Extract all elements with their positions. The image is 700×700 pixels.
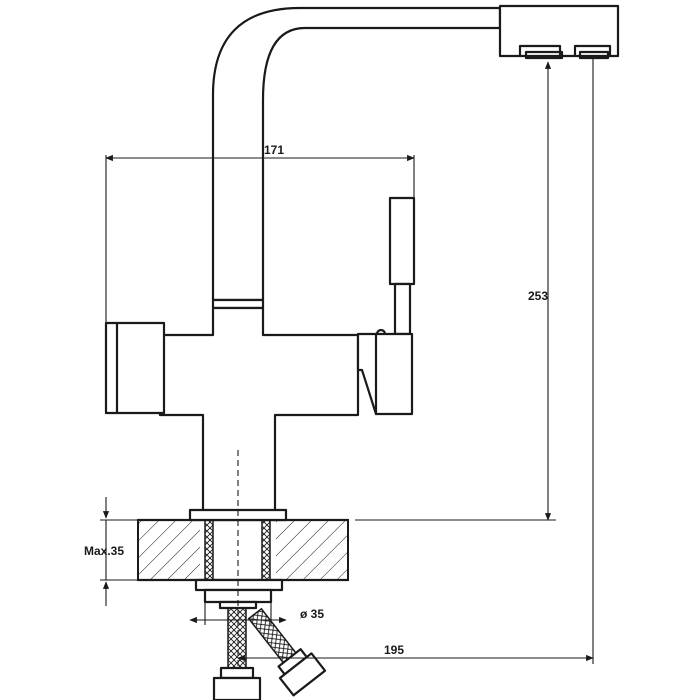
right-lever	[375, 196, 416, 340]
countertop-section	[136, 518, 350, 582]
dimension-label-dia35: ø 35	[300, 607, 324, 621]
spout	[211, 4, 620, 302]
dimension-max-thickness: Max.35	[84, 497, 140, 606]
dimension-label-195: 195	[384, 643, 404, 657]
dimension-hole-diameter: ø 35	[189, 600, 324, 625]
dimension-label-max35: Max.35	[84, 544, 124, 558]
dimension-label-253: 253	[528, 289, 548, 303]
dimension-label-171: 171	[264, 143, 284, 157]
dimension-body-width: 171	[105, 143, 415, 323]
faucet-body	[104, 306, 414, 517]
dimension-spout-height: 253	[355, 61, 556, 521]
spout-collar	[211, 298, 265, 310]
dimension-spout-reach: 195	[237, 58, 594, 664]
